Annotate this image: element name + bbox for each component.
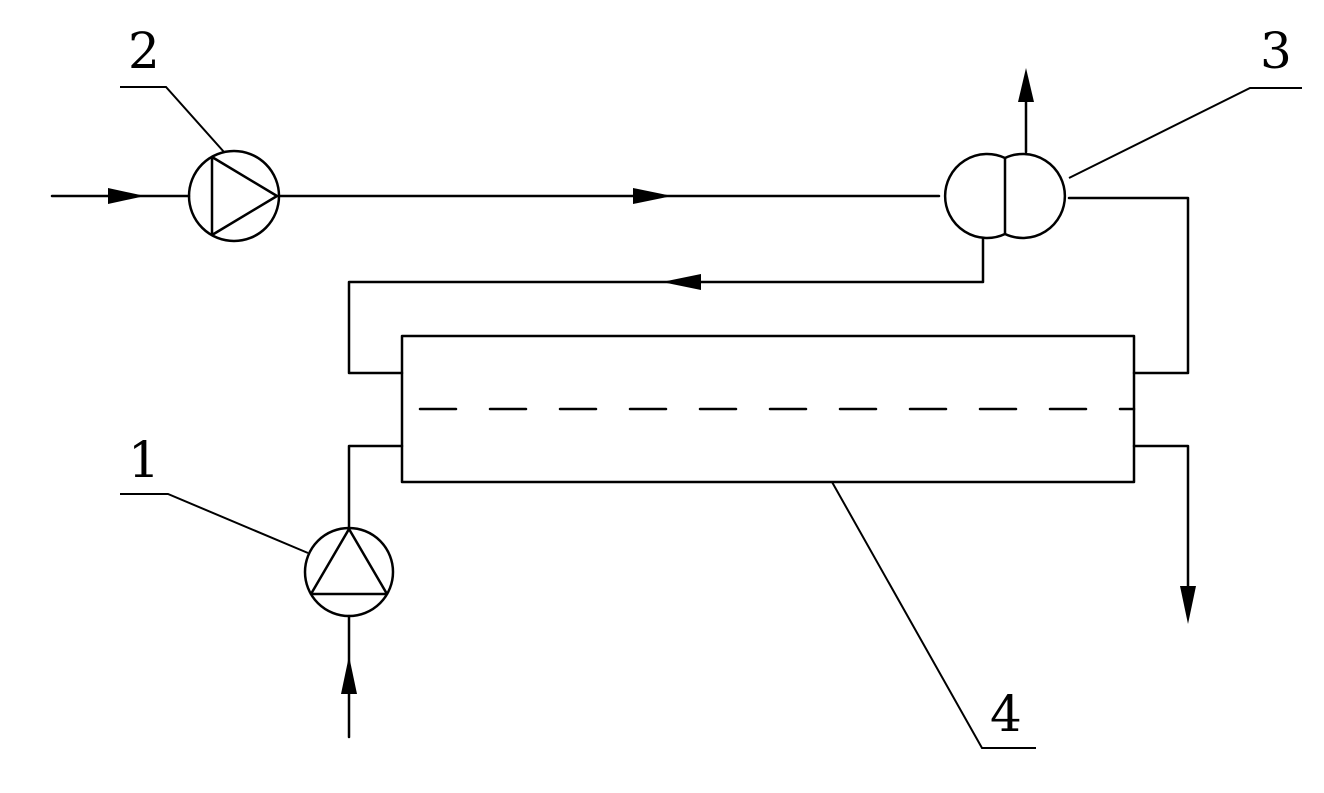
- pump-1-triangle-icon: [309, 527, 389, 596]
- separator-3: [943, 152, 1067, 240]
- module-outlet-to-separator-line: [1067, 196, 1190, 375]
- module-4: [400, 334, 1136, 484]
- pump-1: [303, 526, 395, 618]
- leader-line-separator-3: [1068, 87, 1302, 179]
- module-bottom-outlet-arrow-icon: [1180, 586, 1196, 624]
- label-pump-1: 1: [128, 431, 160, 489]
- pump-2-triangle-icon: [210, 155, 279, 237]
- leader-line-module-4: [831, 481, 1036, 749]
- label-pump-2: 2: [128, 22, 160, 80]
- pump-2: [187, 149, 281, 243]
- separator-3-right-lobe: [1003, 152, 1067, 240]
- pump-1-casing: [303, 526, 395, 618]
- pump-2-inlet-arrow-icon: [108, 188, 145, 204]
- pump-1-to-module-line: [347, 444, 404, 530]
- separator-vent-arrow-icon: [1018, 68, 1034, 102]
- pump-2-casing: [187, 149, 281, 243]
- return-line-arrow-icon: [662, 274, 701, 290]
- return-line-to-module: [347, 236, 985, 375]
- leader-line-pump-2: [120, 86, 225, 153]
- pump-1-inlet-arrow-icon: [341, 656, 357, 694]
- leader-line-pump-1: [120, 493, 309, 554]
- feed-line-arrow-icon: [633, 188, 672, 204]
- module-bottom-outlet-line: [1132, 444, 1190, 592]
- label-module-4: 4: [990, 685, 1022, 743]
- label-separator-3: 3: [1260, 22, 1292, 80]
- separator-3-left-lobe: [943, 152, 1007, 240]
